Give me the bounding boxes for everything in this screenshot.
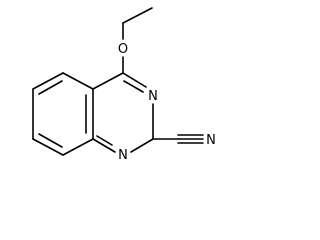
c7-c8-double-bond-inner — [38, 133, 63, 148]
ring-nitrogen-bottom-label: N — [118, 148, 128, 163]
n1-c8a-double-bond-inner — [96, 135, 113, 146]
c5-c6-double-bond-inner — [38, 80, 63, 95]
c4-n3-double-bond — [122, 72, 147, 88]
ethyl-bonds — [122, 7, 153, 40]
c7-c8-bond — [32, 138, 64, 156]
c4-n3-double-bond-inner — [123, 80, 144, 93]
c4a-c4-bond — [92, 72, 124, 90]
nitrile-bonds — [152, 134, 204, 144]
c8-c8a-bond — [62, 138, 94, 156]
pyrimidine-ring-bonds — [92, 72, 154, 153]
c4a-c5-bond — [62, 72, 94, 90]
benzene-ring-bonds — [32, 72, 94, 156]
c2-n1-bond — [130, 138, 154, 153]
ethyl-ch3-ch2-bond — [122, 7, 153, 24]
quinazoline-structure: O N N N — [32, 7, 216, 163]
oxygen-label: O — [118, 42, 128, 57]
c5-c6-bond — [32, 72, 64, 90]
ring-nitrogen-top-label: N — [148, 89, 158, 104]
n1-c8a-double-bond — [92, 138, 116, 153]
nitrile-nitrogen-label: N — [206, 133, 216, 148]
